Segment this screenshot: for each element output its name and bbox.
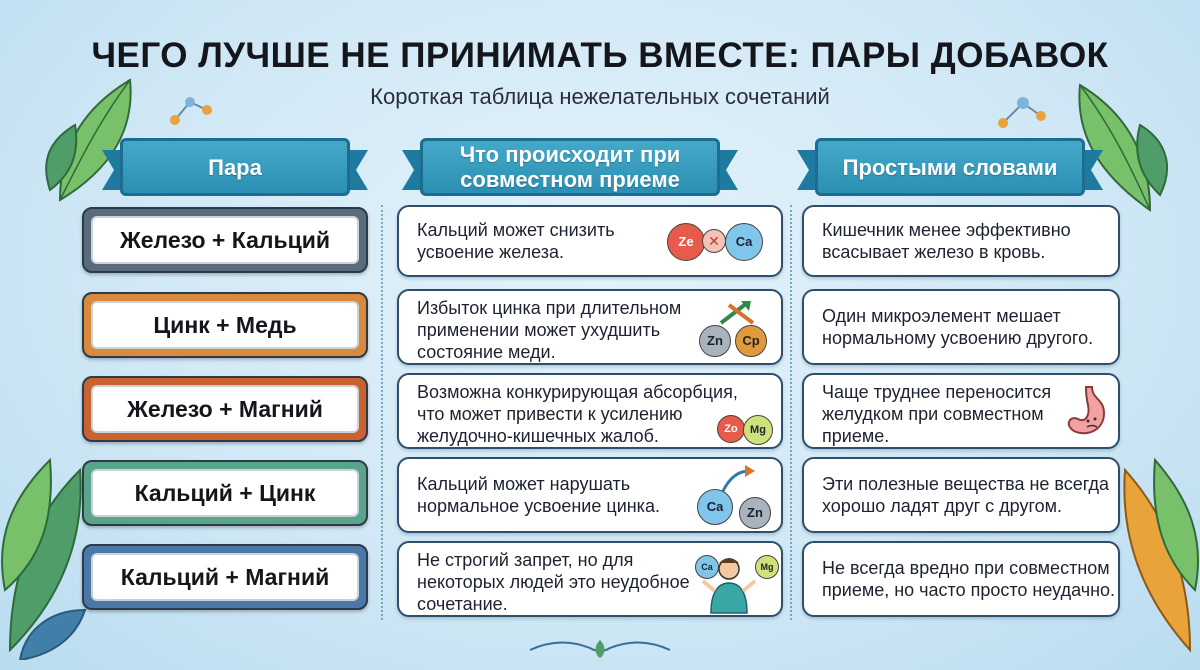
magnesium-chip-icon: Mg xyxy=(743,415,773,445)
column-header-plain-label: Простыми словами xyxy=(815,138,1085,196)
effect-line: Избыток цинка при длительном xyxy=(417,298,682,318)
effect-line: усвоение железа. xyxy=(417,242,565,262)
leaf-decoration-bottom-left-icon xyxy=(1,457,87,660)
column-header-pair-label: Пара xyxy=(120,138,350,196)
effect-line: Возможна конкурирующая абсорбция, xyxy=(417,382,738,402)
zinc-chip-icon: Zn xyxy=(699,325,731,357)
plain-line: Эти полезные вещества не всегда xyxy=(822,474,1110,494)
column-header-effect: Что происходит при совместном приеме xyxy=(402,138,738,196)
effect-cell-5: Не строгий запрет, но для некоторых люде… xyxy=(397,541,783,617)
molecule-top-right-icon xyxy=(998,97,1046,128)
effect-line: желудочно-кишечных жалоб. xyxy=(417,426,659,446)
stomach-icon xyxy=(1067,386,1106,435)
effect-cell-3: Возможна конкурирующая абсорбция, что мо… xyxy=(397,373,783,449)
bottom-ornament-icon xyxy=(529,640,671,658)
calcium-drop-icon: Ca xyxy=(725,223,763,261)
pair-card-3: Железо + Магний xyxy=(82,376,368,442)
pair-label-4: Кальций + Цинк xyxy=(91,469,359,517)
leaf-decoration-top-right-icon xyxy=(1078,83,1169,212)
pair-card-4: Кальций + Цинк xyxy=(82,460,368,526)
iron-drop-icon: Ze xyxy=(667,223,705,261)
plain-cell-1: Кишечник менее эффективно всасывает желе… xyxy=(802,205,1120,277)
effect-cell-2: Избыток цинка при длительном применении … xyxy=(397,289,783,365)
pair-card-2: Цинк + Медь xyxy=(82,292,368,358)
plain-line: нормальному усвоению другого. xyxy=(822,328,1094,348)
copper-chip-icon: Cp xyxy=(735,325,767,357)
plain-cell-4: Эти полезные вещества не всегда хорошо л… xyxy=(802,457,1120,533)
plain-line: Чаще труднее переносится xyxy=(822,382,1052,402)
magnesium-chip-icon: Mg xyxy=(755,555,779,579)
effect-line: некоторых людей это неудобное xyxy=(417,572,690,592)
plain-line: Один микроэлемент мешает xyxy=(822,306,1061,326)
column-divider-left xyxy=(381,205,385,620)
effect-line: Кальций может снизить xyxy=(417,220,615,240)
column-header-plain: Простыми словами xyxy=(797,138,1103,196)
effect-line: состояние меди. xyxy=(417,342,556,362)
column-header-effect-label: Что происходит при совместном приеме xyxy=(420,138,720,196)
plain-line: хорошо ладят друг с другом. xyxy=(822,496,1063,516)
person-shrugging-icon xyxy=(701,558,757,614)
plain-cell-3: Чаще труднее переносится желудком при со… xyxy=(802,373,1120,449)
leaf-decoration-bottom-right-icon xyxy=(1123,457,1199,653)
page-subtitle: Короткая таблица нежелательных сочетаний xyxy=(370,84,830,109)
effect-cell-1: Кальций может снизить усвоение железа. Z… xyxy=(397,205,783,277)
blocked-icon: ✕ xyxy=(702,229,726,253)
plain-cell-5: Не всегда вредно при совместном приеме, … xyxy=(802,541,1120,617)
effect-line: сочетание. xyxy=(417,594,508,614)
effect-line: Не строгий запрет, но для xyxy=(417,550,634,570)
plain-line: Не всегда вредно при совместном xyxy=(822,558,1110,578)
calcium-drop-icon: Ca xyxy=(697,489,733,525)
calcium-drop-icon: Ca xyxy=(695,555,719,579)
effect-cell-4: Кальций может нарушать нормальное усвоен… xyxy=(397,457,783,533)
column-header-pair: Пара xyxy=(102,138,368,196)
pair-label-2: Цинк + Медь xyxy=(91,301,359,349)
effect-line: применении может ухудшить xyxy=(417,320,661,340)
pair-card-1: Железо + Кальций xyxy=(82,207,368,273)
zinc-chip-icon: Zn xyxy=(739,497,771,529)
effect-line: что может привести к усилению xyxy=(417,404,683,424)
pair-label-5: Кальций + Магний xyxy=(91,553,359,601)
molecule-top-left-icon xyxy=(170,97,212,125)
arrows-icon xyxy=(719,301,755,325)
plain-cell-2: Один микроэлемент мешает нормальному усв… xyxy=(802,289,1120,365)
iron-drop-icon: Zo xyxy=(717,415,745,443)
plain-line: всасывает железо в кровь. xyxy=(822,242,1046,262)
effect-line: Кальций может нарушать xyxy=(417,474,631,494)
arrows-icon xyxy=(721,465,755,492)
column-divider-right xyxy=(790,205,794,620)
pair-label-1: Железо + Кальций xyxy=(91,216,359,264)
page-title: ЧЕГО ЛУЧШЕ НЕ ПРИНИМАТЬ ВМЕСТЕ: ПАРЫ ДОБ… xyxy=(91,36,1109,75)
plain-line: приеме, но часто просто неудачно. xyxy=(822,580,1116,600)
leaf-decoration-top-left-icon xyxy=(45,78,132,202)
pair-card-5: Кальций + Магний xyxy=(82,544,368,610)
plain-line: желудком при совместном xyxy=(822,404,1044,424)
plain-line: приеме. xyxy=(822,426,890,446)
effect-line: нормальное усвоение цинка. xyxy=(417,496,660,516)
pair-label-3: Железо + Магний xyxy=(91,385,359,433)
plain-line: Кишечник менее эффективно xyxy=(822,220,1071,240)
